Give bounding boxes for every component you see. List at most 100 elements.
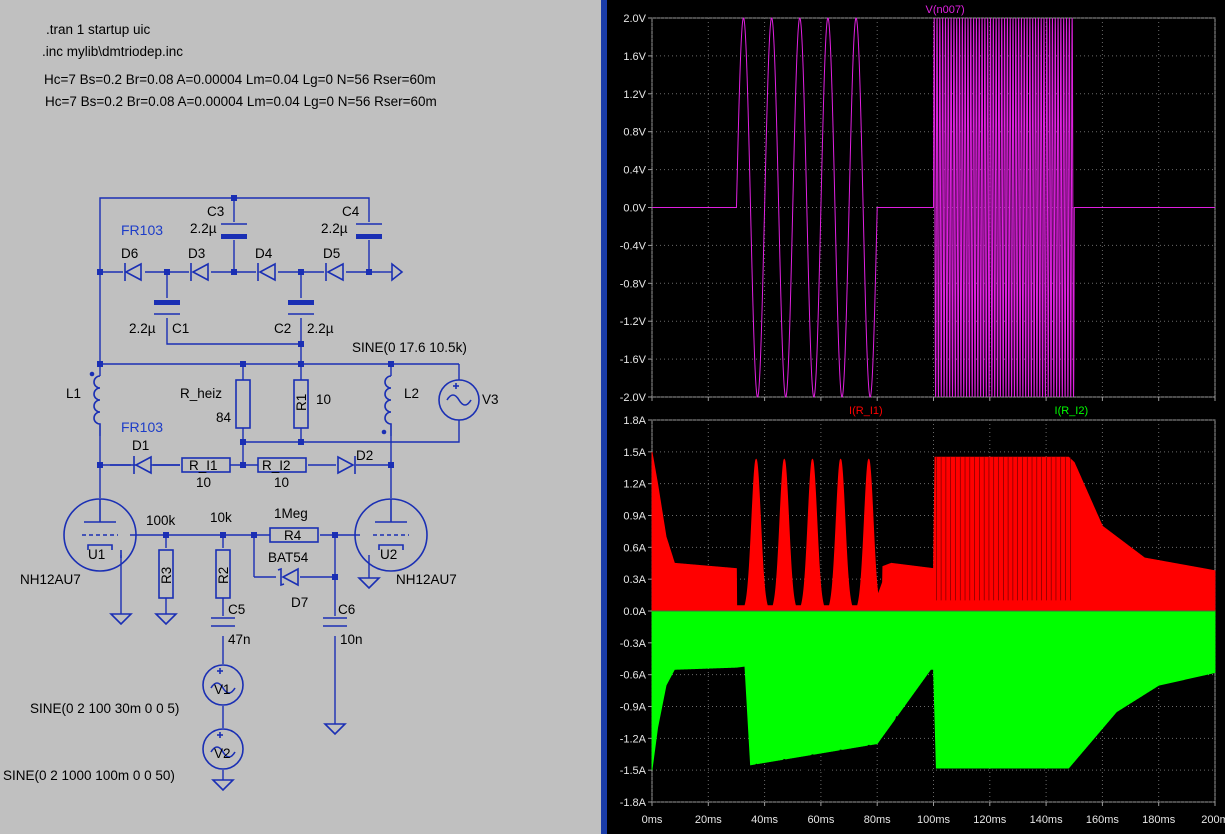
capacitor-C1[interactable]: 2.2µ C1 [129, 300, 189, 336]
model-U1: NH12AU7 [20, 572, 81, 587]
diode-D3[interactable]: D3 [188, 246, 211, 282]
y-tick-label: 1.2A [623, 479, 646, 491]
value-R_I2: 10 [274, 475, 289, 490]
capacitor-C2[interactable]: C2 2.2µ [274, 300, 334, 336]
value-R_heiz: 84 [216, 410, 232, 425]
model-D7: BAT54 [268, 550, 309, 565]
label-fr103-mid: FR103 [121, 419, 163, 435]
label-D3: D3 [188, 246, 205, 261]
diode-D5[interactable]: D5 [323, 246, 346, 282]
directive-tran[interactable]: .tran 1 startup uic [46, 22, 151, 37]
voltage-source-V2[interactable]: V2 SINE(0 2 1000 100m 0 0 50) [3, 728, 244, 783]
diode-D6[interactable]: D6 [121, 246, 145, 282]
x-tick-label: 120ms [973, 814, 1007, 826]
waveform-canvas[interactable]: 2.0V1.6V1.2V0.8V0.4V0.0V-0.4V-0.8V-1.2V-… [607, 0, 1225, 834]
plot-pane-voltage[interactable]: 2.0V1.6V1.2V0.8V0.4V0.0V-0.4V-0.8V-1.2V-… [620, 4, 1216, 404]
value-C3: 2.2µ [190, 221, 217, 236]
y-tick-label: 0.4V [623, 165, 646, 177]
y-tick-label: 0.3A [623, 574, 646, 586]
x-tick-label: 60ms [807, 814, 834, 826]
label-D5: D5 [323, 246, 340, 261]
pane-splitter[interactable] [601, 0, 607, 834]
resistor-R4[interactable]: R4 1Meg [269, 506, 319, 543]
value-R_I1: 10 [196, 475, 211, 490]
y-tick-label: 0.8V [623, 127, 646, 139]
plot-title-i1: I(R_I1) [849, 405, 883, 417]
capacitor-C4[interactable]: C4 2.2µ [321, 204, 382, 239]
y-tick-label: 0.0A [623, 606, 646, 618]
value-C6: 10n [340, 632, 363, 647]
plot-title-i2: I(R_I2) [1055, 405, 1089, 417]
resistor-R3[interactable]: R3 100k [146, 513, 176, 599]
label-V3: V3 [482, 392, 499, 407]
label-C5: C5 [228, 602, 245, 617]
schematic-editor[interactable]: .tran 1 startup uic .inc mylib\dmtriodep… [0, 0, 601, 834]
diode-D2[interactable]: D2 [337, 448, 373, 475]
x-tick-label: 100ms [917, 814, 951, 826]
y-tick-label: 1.6V [623, 51, 646, 63]
trace-i-r-i2-detail [783, 754, 814, 777]
directive-inc[interactable]: .inc mylib\dmtriodep.inc [42, 44, 183, 59]
y-tick-label: -2.0V [620, 392, 647, 404]
label-C4: C4 [342, 204, 360, 219]
capacitor-C5[interactable]: C5 47n [211, 602, 251, 647]
x-tick-label: 200m [1201, 814, 1225, 826]
x-tick-label: 0ms [642, 814, 663, 826]
y-tick-label: -0.9A [620, 702, 647, 714]
wires[interactable] [99, 197, 460, 780]
trace-i-r-i2 [651, 610, 1216, 771]
directive-core-2[interactable]: Hc=7 Bs=0.2 Br=0.08 A=0.00004 Lm=0.04 Lg… [45, 94, 437, 109]
resistor-R_heiz[interactable]: R_heiz 84 [180, 379, 251, 429]
y-tick-label: -0.4V [620, 240, 647, 252]
label-R3: R3 [159, 567, 174, 584]
capacitor-C6[interactable]: C6 10n [323, 602, 363, 647]
label-L1: L1 [66, 386, 81, 401]
directive-core-1[interactable]: Hc=7 Bs=0.2 Br=0.08 A=0.00004 Lm=0.04 Lg… [44, 72, 436, 87]
diode-D4[interactable]: D4 [255, 246, 278, 282]
resistor-R1[interactable]: R1 10 [293, 379, 331, 429]
ground-symbol-top [391, 262, 404, 282]
y-tick-label: 1.5A [623, 447, 646, 459]
y-tick-label: -1.2V [620, 316, 647, 328]
y-tick-label: -1.2A [620, 733, 647, 745]
voltage-source-V1[interactable]: V1 SINE(0 2 100 30m 0 0 5) [30, 664, 244, 716]
x-tick-label: 180ms [1142, 814, 1176, 826]
label-C3: C3 [207, 204, 224, 219]
label-C2: C2 [274, 321, 291, 336]
value-C4: 2.2µ [321, 221, 348, 236]
label-L2: L2 [404, 386, 419, 401]
triode-U1[interactable]: U1 NH12AU7 [20, 498, 137, 587]
value-R4: 1Meg [274, 506, 308, 521]
resistor-R2[interactable]: R2 10k [210, 510, 232, 599]
model-U2: NH12AU7 [396, 572, 457, 587]
label-D4: D4 [255, 246, 273, 261]
capacitor-C3[interactable]: C3 2.2µ [190, 204, 247, 239]
y-tick-label: 0.0V [623, 203, 646, 215]
y-tick-label: 0.9A [623, 511, 646, 523]
y-tick-label: -0.8V [620, 278, 647, 290]
diode-D7[interactable]: BAT54 D7 [268, 550, 309, 610]
triode-U2[interactable]: U2 NH12AU7 [354, 498, 457, 587]
label-D6: D6 [121, 246, 138, 261]
label-D2: D2 [356, 448, 373, 463]
value-C5: 47n [228, 632, 251, 647]
label-V2: V2 [214, 746, 231, 761]
diode-D1[interactable]: D1 [110, 438, 180, 475]
label-R1: R1 [294, 394, 309, 411]
schematic-canvas[interactable]: .tran 1 startup uic .inc mylib\dmtriodep… [0, 0, 601, 834]
junction-nodes [97, 195, 394, 580]
label-U2: U2 [380, 547, 397, 562]
source-V3: SINE(0 17.6 10.5k) [352, 340, 467, 355]
value-R2: 10k [210, 510, 232, 525]
plot-pane-current[interactable]: 1.8A1.5A1.2A0.9A0.6A0.3A0.0A-0.3A-0.6A-0… [620, 405, 1225, 826]
x-tick-label: 140ms [1030, 814, 1064, 826]
inductor-L2[interactable]: L2 [381, 375, 419, 436]
y-tick-label: 1.8A [623, 415, 646, 427]
value-R3: 100k [146, 513, 176, 528]
voltage-source-V3[interactable]: V3 SINE(0 17.6 10.5k) [352, 340, 499, 421]
resistor-R_I1[interactable]: R_I1 10 [181, 457, 231, 490]
resistor-R_I2[interactable]: R_I2 10 [257, 457, 307, 490]
inductor-L1[interactable]: L1 [66, 371, 101, 436]
y-tick-label: 2.0V [623, 13, 646, 25]
